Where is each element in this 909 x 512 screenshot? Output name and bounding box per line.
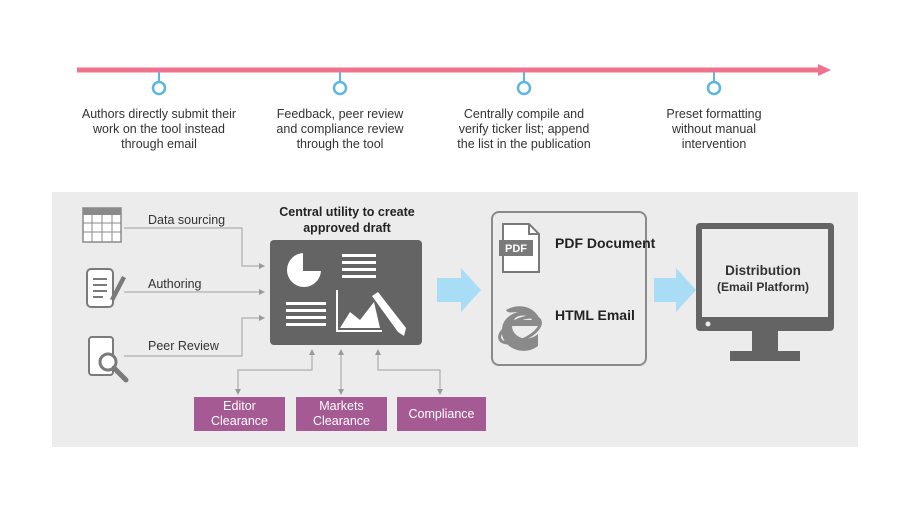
flow-arrow-1 xyxy=(437,268,481,312)
timeline-node-4 xyxy=(706,72,722,96)
distribution-title: Distribution (Email Platform) xyxy=(703,262,823,295)
svg-text:PDF: PDF xyxy=(505,243,527,255)
markets-clearance-box: Markets Clearance xyxy=(296,397,387,431)
pdf-icon: PDF xyxy=(499,223,540,273)
flow-arrow-2 xyxy=(654,268,696,312)
spreadsheet-icon xyxy=(82,207,122,243)
connector-editor-clearance xyxy=(235,349,315,395)
timeline-step-1-text: Authors directly submit their work on th… xyxy=(81,107,237,151)
distribution-title-text: Distribution xyxy=(725,263,801,278)
output-label-pdf: PDF Document xyxy=(555,235,656,251)
document-magnifier-icon xyxy=(88,336,129,383)
timeline-node-3 xyxy=(516,72,532,96)
source-label-peer-review: Peer Review xyxy=(148,339,219,353)
timeline-step-4-text: Preset formatting without manual interve… xyxy=(666,107,762,151)
timeline-arrowhead xyxy=(818,64,831,76)
source-label-authoring: Authoring xyxy=(148,277,202,291)
timeline-node-1 xyxy=(151,72,167,96)
document-pen-icon xyxy=(86,268,126,308)
approved-draft-box xyxy=(270,240,422,345)
distribution-subtitle-text: (Email Platform) xyxy=(716,280,809,294)
ie-icon xyxy=(498,306,542,351)
timeline-node-2 xyxy=(332,72,348,96)
connector-compliance xyxy=(375,349,443,395)
monitor-icon xyxy=(696,223,834,361)
compliance-box: Compliance xyxy=(397,397,486,431)
connector-data-sourcing xyxy=(124,227,265,269)
editor-clearance-box: Editor Clearance xyxy=(194,397,285,431)
connector-peer-review xyxy=(124,315,265,357)
timeline xyxy=(77,64,831,96)
timeline-step-3-text: Centrally compile and verify ticker list… xyxy=(457,107,591,151)
central-utility-title: Central utility to create approved draft xyxy=(279,205,415,235)
draft-dashboard-icon xyxy=(286,251,406,336)
timeline-step-2-text: Feedback, peer review and compliance rev… xyxy=(276,107,404,151)
output-label-html: HTML Email xyxy=(555,307,635,323)
source-label-data-sourcing: Data sourcing xyxy=(148,213,226,227)
